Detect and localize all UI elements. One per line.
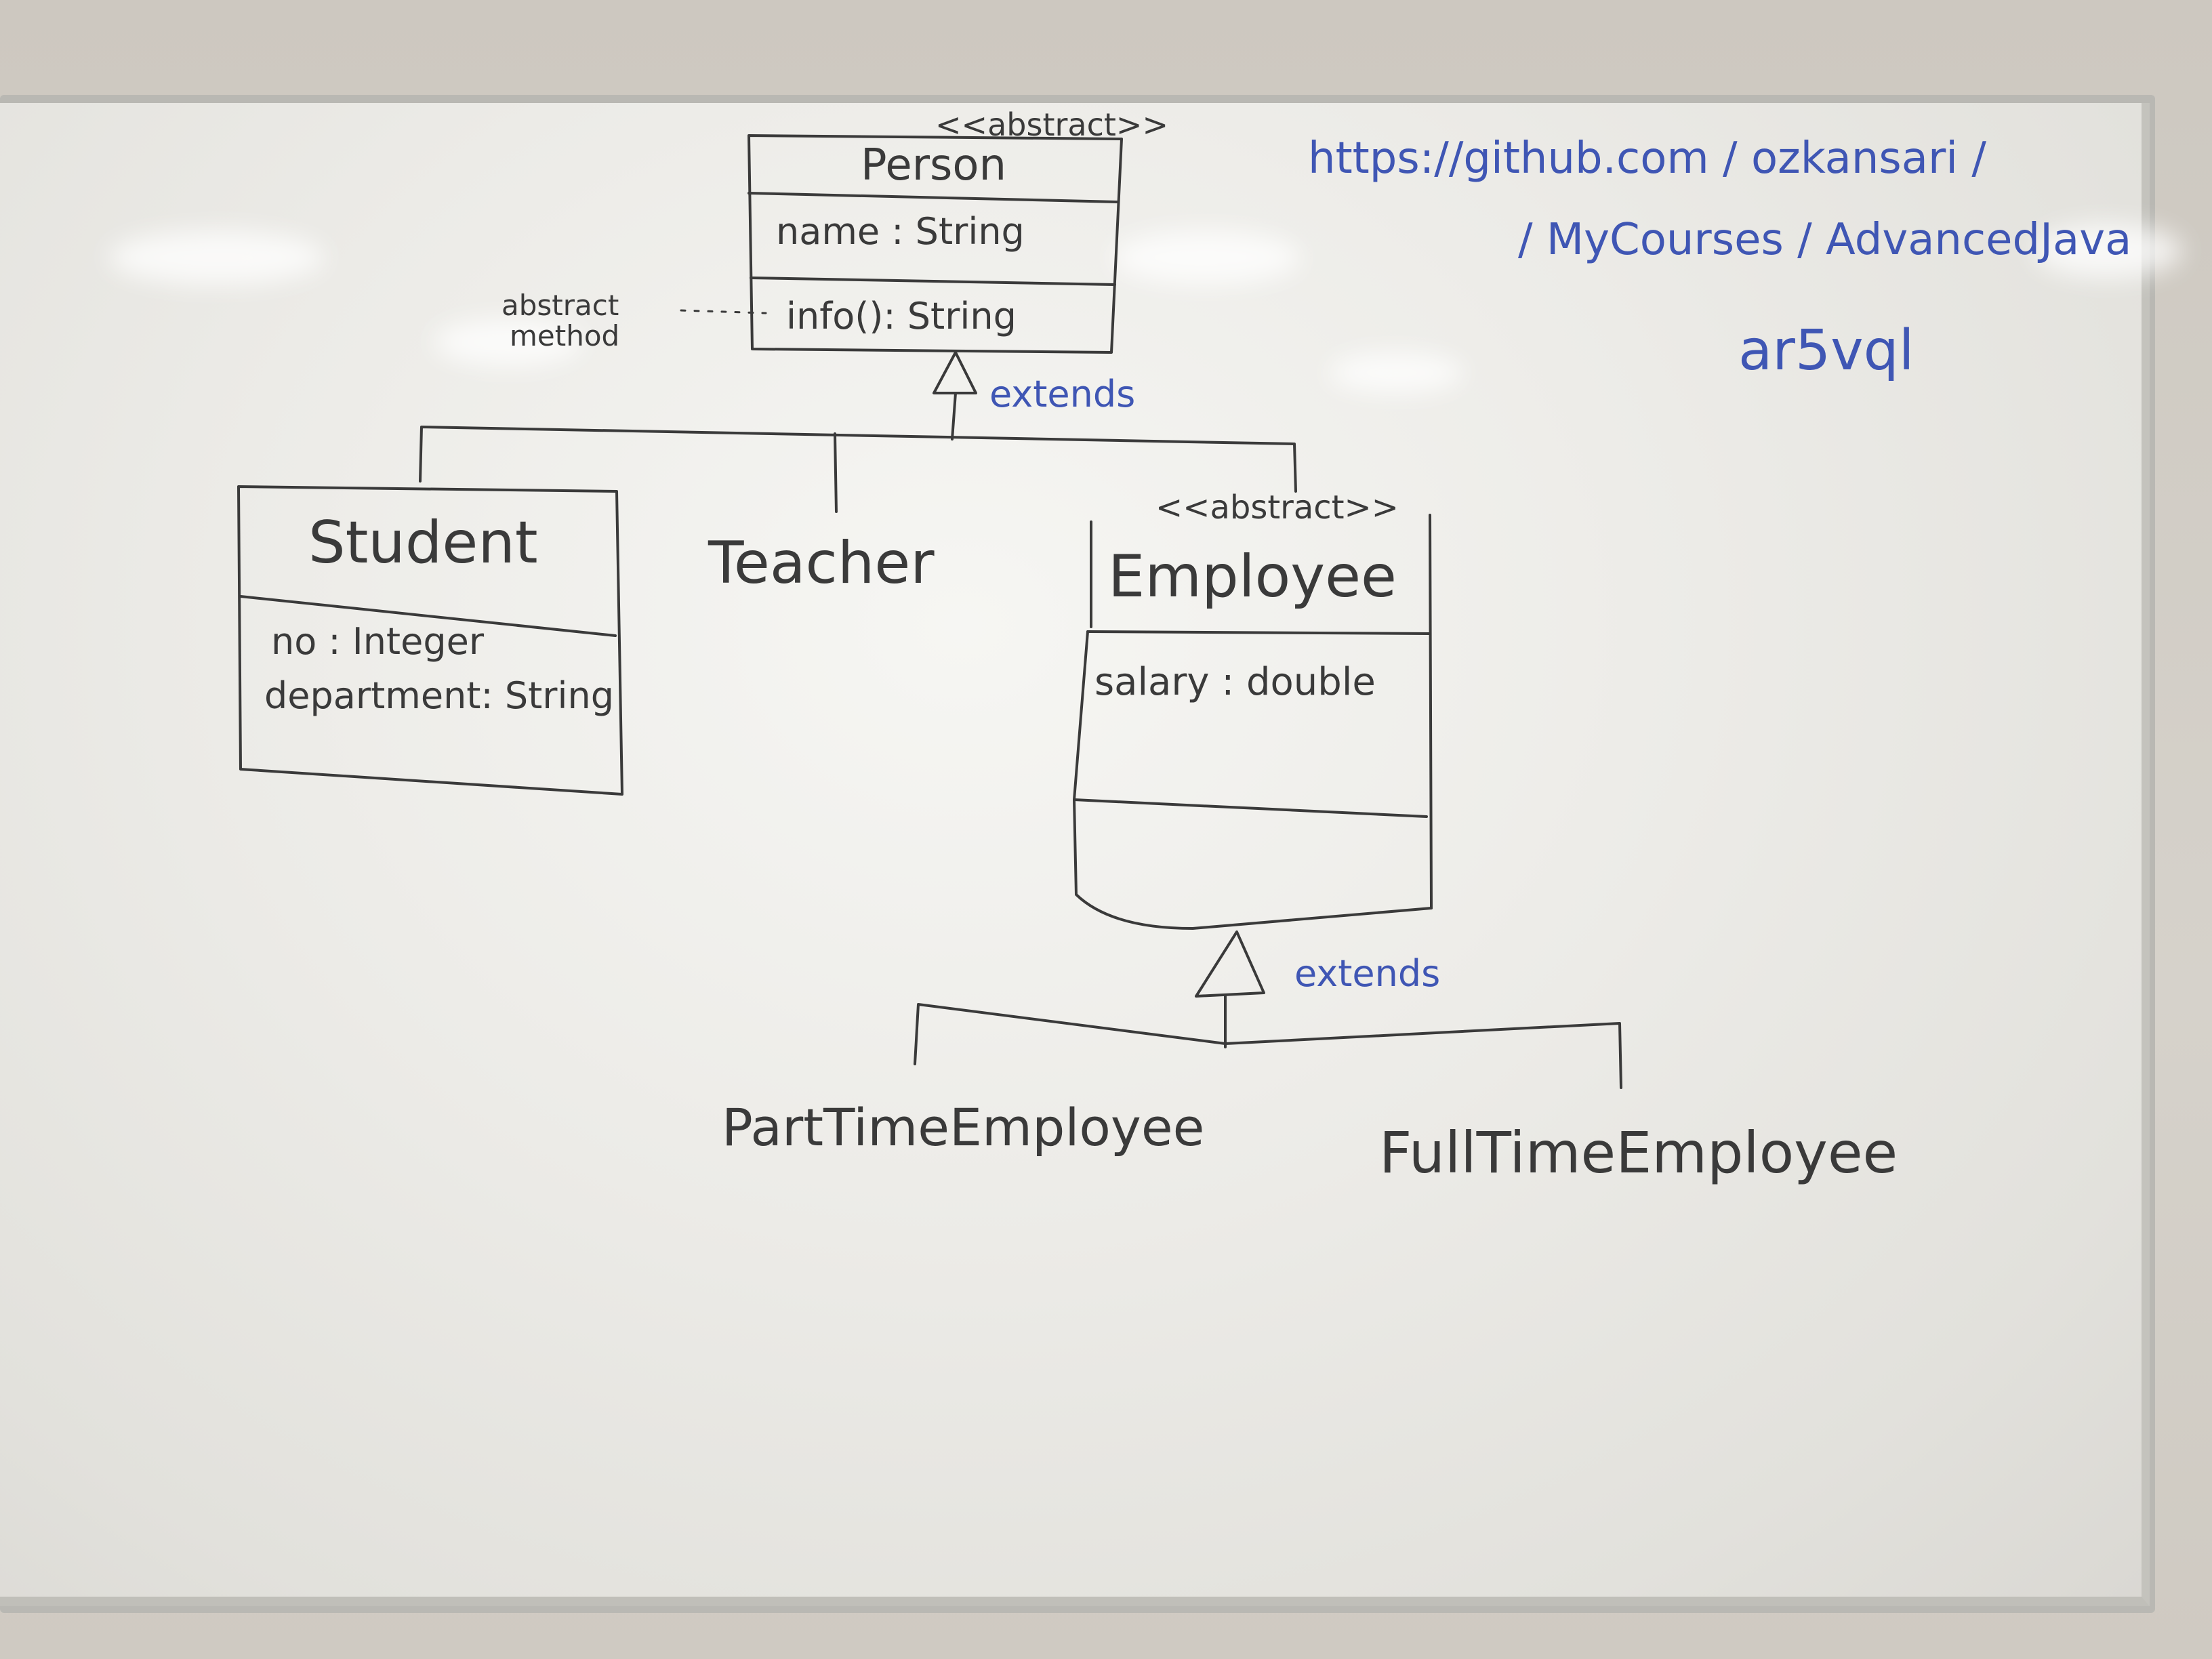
teacher-name: Teacher — [708, 529, 935, 597]
connector-bar — [419, 426, 1297, 493]
note-dotted-line — [680, 309, 767, 314]
person-attribute: name : String — [776, 210, 1025, 253]
student-name: Student — [308, 509, 538, 577]
employee-box — [1073, 798, 1433, 930]
employee-divider — [1086, 630, 1431, 635]
employee-class: <<abstract>> Employee salary : double — [1073, 489, 1433, 930]
student-class: Student no : Integer department: String — [237, 485, 623, 796]
url-line-2: / MyCourses / AdvancedJava — [1518, 215, 2131, 265]
student-box — [237, 485, 623, 796]
part-time-employee-class: PartTimeEmployee — [722, 1097, 1204, 1158]
whiteboard — [0, 103, 2150, 1606]
extends-label: extends — [1294, 952, 1440, 995]
employee-stereotype: <<abstract>> — [1155, 489, 1399, 527]
inheritance-arrow-icon — [933, 351, 977, 394]
light-glare — [108, 230, 325, 285]
connector-bar — [914, 1003, 1622, 1089]
connector-teacher — [834, 432, 838, 513]
extends-label: extends — [989, 373, 1135, 415]
abstract-method-note: abstract method — [501, 289, 767, 352]
full-time-employee-name: FullTimeEmployee — [1379, 1120, 1898, 1186]
part-time-employee-name: PartTimeEmployee — [722, 1097, 1204, 1158]
inheritance-arrow-icon — [1195, 930, 1265, 998]
note-line-abstract: abstract — [501, 289, 619, 322]
url-line-1: https://github.com / ozkansari / — [1308, 134, 1986, 184]
course-code: ar5vql — [1738, 319, 1914, 383]
employee-box — [1429, 514, 1433, 909]
light-glare — [2033, 224, 2182, 278]
student-attribute: department: String — [264, 674, 614, 717]
light-glare — [1328, 352, 1464, 393]
light-glare — [434, 319, 583, 366]
teacher-class: Teacher — [708, 529, 935, 597]
employee-divider — [1073, 630, 1428, 818]
employee-name: Employee — [1108, 543, 1397, 611]
note-line-method: method — [510, 319, 619, 352]
student-attribute: no : Integer — [271, 620, 485, 663]
extends-top-relation: extends — [419, 351, 1297, 513]
url-note: https://github.com / ozkansari / / MyCou… — [1308, 134, 2131, 383]
person-method: info(): String — [786, 295, 1017, 337]
student-divider — [239, 595, 617, 637]
connector-line — [951, 392, 957, 441]
person-divider — [750, 276, 1116, 286]
light-glare — [1111, 230, 1301, 285]
person-class: <<abstract>> Person name : String info()… — [747, 106, 1168, 354]
person-name: Person — [861, 140, 1006, 190]
full-time-employee-class: FullTimeEmployee — [1379, 1120, 1898, 1186]
extends-bottom-relation: extends — [914, 930, 1622, 1089]
employee-attribute: salary : double — [1094, 660, 1376, 704]
person-divider — [747, 192, 1120, 203]
